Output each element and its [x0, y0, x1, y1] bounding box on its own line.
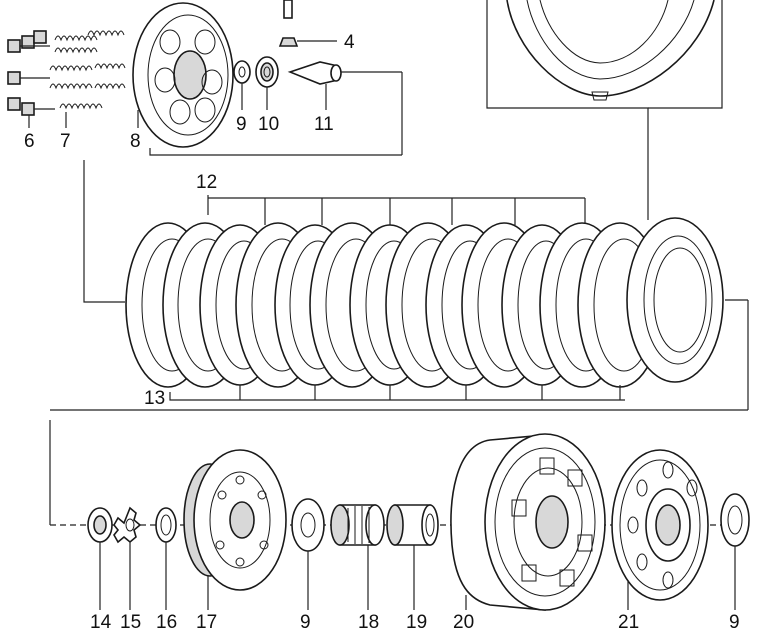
- springs-part-7: 7: [49, 30, 126, 152]
- driven-gear-part-21: 21: [611, 449, 709, 630]
- label-16: 16: [156, 612, 177, 630]
- label-6: 6: [24, 131, 35, 152]
- clutch-housing-part-20: 20: [450, 433, 606, 630]
- label-14: 14: [90, 612, 112, 630]
- washer-part-16: 16: [155, 507, 177, 630]
- label-20: 20: [453, 612, 474, 630]
- label-12: 12: [196, 172, 217, 193]
- label-17: 17: [196, 612, 217, 630]
- label-4: 4: [344, 32, 355, 53]
- clutch-plate-stack: 12: [125, 172, 749, 410]
- clutch-center-part-17: 17: [183, 449, 287, 630]
- label-9-mid: 9: [300, 612, 311, 630]
- bracket-left: [83, 160, 125, 303]
- sleeve-part-19: 19: [386, 504, 439, 630]
- pressure-plate-part-8: 8: [130, 2, 234, 152]
- washer-part-9-right: 9: [720, 493, 750, 630]
- label-13: 13: [144, 388, 165, 409]
- label-7: 7: [60, 131, 71, 152]
- lock-washer-part-15: 15: [113, 506, 142, 630]
- label-19: 19: [406, 612, 427, 630]
- label-8: 8: [130, 131, 141, 152]
- collar-part-14: 14: [87, 507, 113, 630]
- bolts-part-6: 6: [7, 30, 55, 152]
- bearing-part-10: 10: [255, 56, 279, 135]
- label-11: 11: [314, 114, 334, 135]
- needle-bearing-part-18: 18: [330, 504, 385, 630]
- label-15: 15: [120, 612, 141, 630]
- pushrod-part-4: 4: [278, 0, 355, 53]
- thrust-washer-part-9: 9: [291, 498, 325, 630]
- lifter-part-11: 11: [287, 61, 403, 155]
- bracket-upper: [149, 148, 402, 156]
- label-21: 21: [618, 612, 639, 630]
- washer-part-9-top: 9: [233, 60, 251, 135]
- label-9-right: 9: [729, 612, 740, 630]
- label-9-top: 9: [236, 114, 247, 135]
- large-ring-gear-top: [486, 0, 723, 220]
- label-10: 10: [258, 114, 279, 135]
- label-18: 18: [358, 612, 379, 630]
